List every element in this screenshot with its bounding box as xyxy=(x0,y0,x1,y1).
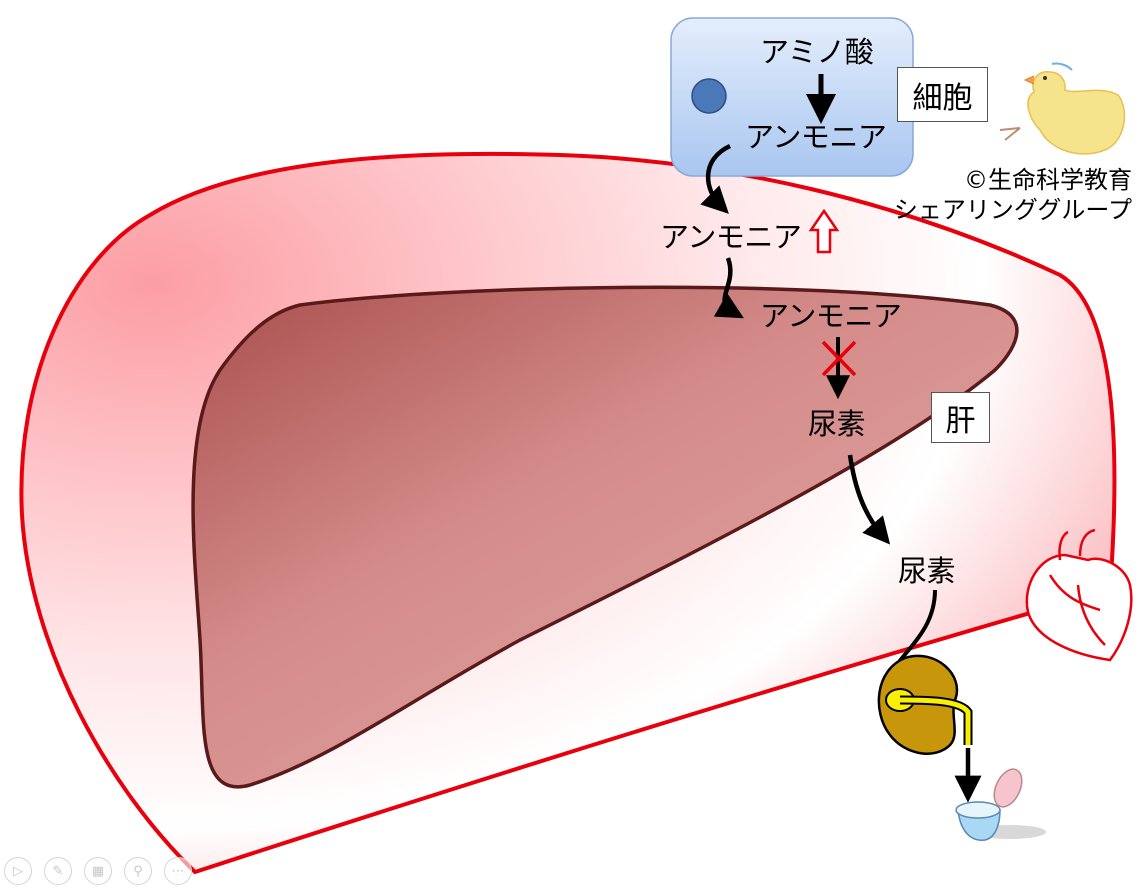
slides-icon[interactable]: ▦ xyxy=(84,857,112,885)
cell-label: 細胞 xyxy=(912,80,973,116)
slideshow-toolbar: ▷ ✎ ▦ ⚲ ⋯ xyxy=(4,857,192,885)
label-urea-blood: 尿素 xyxy=(898,554,956,588)
zoom-icon[interactable]: ⚲ xyxy=(124,857,152,885)
label-urea-liver: 尿素 xyxy=(808,407,866,441)
heart-icon xyxy=(1025,528,1133,662)
toilet-icon xyxy=(955,768,1046,841)
cell-label-box: 細胞 xyxy=(897,67,988,122)
label-amino-acid: アミノ酸 xyxy=(760,35,874,69)
pen-icon[interactable]: ✎ xyxy=(44,857,72,885)
more-icon[interactable]: ⋯ xyxy=(164,857,192,885)
liver-label-box: 肝 xyxy=(931,392,990,443)
increase-arrow-icon xyxy=(808,208,840,254)
nucleus xyxy=(691,78,727,114)
arrow-urea-to-blood xyxy=(847,454,891,545)
credit-text: ©生命科学教育 シェアリンググループ xyxy=(862,165,1132,225)
label-ammonia-cell: アンモニア xyxy=(745,120,887,154)
label-ammonia-liver: アンモニア xyxy=(760,299,902,333)
play-icon[interactable]: ▷ xyxy=(4,857,32,885)
blocked-x-icon xyxy=(821,340,857,377)
arrow-cell-to-blood xyxy=(700,143,732,214)
chick-icon xyxy=(999,62,1126,155)
kidney-icon xyxy=(877,654,973,755)
liver-label: 肝 xyxy=(945,403,976,439)
credit-line-2: シェアリンググループ xyxy=(893,196,1132,224)
credit-line-1: ©生命科学教育 xyxy=(964,166,1132,194)
arrow-blood-to-liver xyxy=(713,257,744,319)
liver-shape xyxy=(191,285,1019,789)
label-ammonia-blood: アンモニア xyxy=(660,220,802,254)
